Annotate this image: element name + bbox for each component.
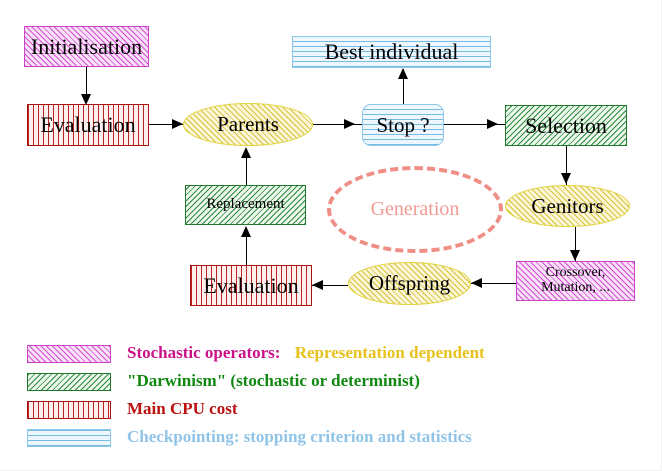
node-selection-label: Selection <box>525 112 607 138</box>
node-initialisation[interactable]: Initialisation <box>24 26 149 67</box>
legend-text-stochastic-main: Stochastic operators: <box>127 343 281 362</box>
legend-text-darwinism: "Darwinism" (stochastic or determinist) <box>127 371 420 390</box>
arrowhead-initialisation-to-evaluation <box>81 94 91 105</box>
node-selection[interactable]: Selection <box>505 105 627 146</box>
legend-text-cpu-cost: Main CPU cost <box>127 399 238 418</box>
edge-evaluation-to-replacement <box>246 236 247 265</box>
legend-text-stochastic-note: Representation dependent <box>294 343 485 362</box>
node-stop[interactable]: Stop ? <box>362 104 444 146</box>
arrowhead-stop-to-selection <box>487 119 498 129</box>
legend-text-stochastic: Stochastic operators: Representation dep… <box>127 343 485 363</box>
arrowhead-offspring-to-evaluation <box>312 280 323 290</box>
legend-swatch-stochastic <box>27 345 111 363</box>
arrowhead-stop-to-best-individual <box>398 68 408 79</box>
node-best-individual-label: Best individual <box>324 39 459 65</box>
arrowhead-crossover-to-offspring <box>471 278 482 288</box>
legend-swatch-checkpointing <box>27 429 111 447</box>
node-generation: Generation <box>327 166 503 253</box>
node-parents-label: Parents <box>217 112 279 137</box>
node-stop-label: Stop ? <box>376 112 430 137</box>
node-evaluation-top-label: Evaluation <box>40 112 136 138</box>
edge-initialisation-to-evaluation <box>86 67 87 97</box>
node-offspring[interactable]: Offspring <box>348 262 471 305</box>
node-evaluation-bottom-label: Evaluation <box>203 272 299 298</box>
arrowhead-selection-to-genitors <box>561 173 571 184</box>
node-crossover-mutation[interactable]: Crossover, Mutation, ... <box>516 261 635 301</box>
node-crossover-label-line2: Mutation, ... <box>541 280 610 295</box>
edge-replacement-to-parents <box>246 158 247 185</box>
node-evaluation-top[interactable]: Evaluation <box>27 104 149 146</box>
node-parents[interactable]: Parents <box>183 103 313 146</box>
node-replacement-label: Replacement <box>206 196 285 213</box>
node-genitors[interactable]: Genitors <box>505 185 630 227</box>
node-initialisation-label: Initialisation <box>30 33 143 59</box>
arrowhead-parents-to-stop <box>344 119 355 129</box>
edge-offspring-to-evaluation <box>312 285 348 286</box>
legend-text-checkpointing: Checkpointing: stopping criterion and st… <box>127 427 472 446</box>
legend-swatch-darwinism <box>27 373 111 391</box>
node-genitors-label: Genitors <box>531 193 604 218</box>
arrowhead-genitors-to-crossover <box>570 250 580 261</box>
edge-evaluation-to-parents <box>149 124 183 125</box>
node-generation-label: Generation <box>370 198 460 220</box>
edge-stop-to-selection <box>444 124 505 125</box>
edge-stop-to-best-individual <box>403 69 404 104</box>
legend-swatch-cpu-cost <box>27 401 111 419</box>
arrowhead-replacement-to-parents <box>241 147 251 158</box>
node-crossover-label-line1: Crossover, <box>545 265 606 281</box>
node-best-individual[interactable]: Best individual <box>292 36 491 68</box>
arrowhead-evaluation-to-parents <box>172 119 183 129</box>
node-offspring-label: Offspring <box>368 271 451 296</box>
node-replacement[interactable]: Replacement <box>185 185 306 225</box>
edge-crossover-to-offspring <box>471 283 516 284</box>
edge-genitors-to-crossover <box>575 227 576 261</box>
edge-parents-to-stop <box>313 124 362 125</box>
node-evaluation-bottom[interactable]: Evaluation <box>190 265 312 306</box>
arrowhead-evaluation-to-replacement <box>241 226 251 237</box>
edge-selection-to-genitors <box>566 146 567 185</box>
